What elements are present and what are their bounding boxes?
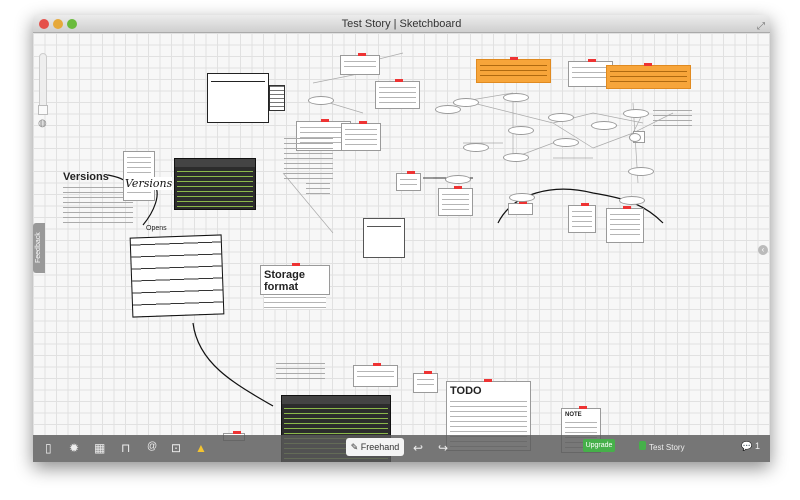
note-box[interactable] <box>438 186 473 216</box>
storage-format-note[interactable]: Storage format <box>260 263 330 309</box>
story-selector[interactable]: Test Story <box>639 441 685 452</box>
comments-button[interactable]: 💬 1 <box>741 441 760 452</box>
note-box[interactable] <box>353 363 398 387</box>
diagram-node[interactable] <box>463 143 489 152</box>
note-text[interactable] <box>303 178 333 200</box>
lock-icon[interactable]: ⊓ <box>121 441 131 455</box>
storage-title: Storage format <box>264 269 305 293</box>
note-text[interactable] <box>273 358 328 388</box>
diagram-node[interactable] <box>548 113 574 122</box>
note-box[interactable] <box>413 371 438 393</box>
note-box[interactable] <box>375 79 420 109</box>
document-icon[interactable]: ▯ <box>45 441 52 455</box>
menu-screenshot[interactable] <box>123 151 155 201</box>
note-box[interactable] <box>508 201 533 215</box>
diagram-node[interactable] <box>503 153 529 162</box>
pencil-icon: ✎ <box>350 442 361 452</box>
note-title: NOTE <box>565 412 582 418</box>
diagram-node[interactable] <box>508 126 534 135</box>
opens-label: Opens <box>146 225 167 232</box>
undo-icon[interactable]: ↩ <box>413 441 424 455</box>
zoom-button[interactable] <box>67 19 77 29</box>
note-box[interactable] <box>568 59 613 87</box>
orange-note[interactable] <box>476 57 551 83</box>
diagram-node[interactable] <box>553 138 579 147</box>
fullscreen-icon[interactable]: ⤢ <box>757 21 765 32</box>
note-box[interactable] <box>606 206 644 243</box>
note-text[interactable] <box>281 133 336 188</box>
upgrade-button[interactable]: Upgrade <box>583 439 615 452</box>
versions-title: Versions <box>63 171 109 183</box>
hand-drawn-list-sketch[interactable] <box>129 234 225 318</box>
window-title: Test Story | Sketchboard <box>341 18 462 30</box>
redo-icon[interactable]: ↪ <box>438 441 449 455</box>
at-icon[interactable]: @ <box>147 441 158 452</box>
versions-section: Versions <box>63 171 133 227</box>
freehand-label: Freehand <box>360 442 400 452</box>
minimize-button[interactable] <box>53 19 63 29</box>
note-box[interactable] <box>341 121 381 151</box>
feedback-tab[interactable]: Feedback <box>33 223 45 273</box>
firewall-icon <box>269 85 285 111</box>
diagram-node[interactable] <box>435 105 461 114</box>
diagram-node[interactable] <box>623 109 649 118</box>
versions-scribble: Versions <box>125 177 173 190</box>
diagram-node[interactable] <box>591 121 617 130</box>
diagram-node[interactable] <box>509 193 535 202</box>
close-button[interactable] <box>39 19 49 29</box>
todo-title: TODO <box>450 385 482 397</box>
freehand-button[interactable]: ✎ Freehand <box>346 438 404 456</box>
dialog-sketch[interactable] <box>363 218 405 258</box>
comment-icon: 💬 <box>741 441 755 451</box>
chevron-left-icon[interactable]: ‹ <box>758 245 768 255</box>
note-box[interactable] <box>340 53 380 75</box>
inbox-icon[interactable]: ⊡ <box>171 441 182 455</box>
diagram-node[interactable] <box>453 98 479 107</box>
diagram-node[interactable] <box>308 96 334 105</box>
sketch-canvas[interactable]: ◍ Feedback ‹ <box>33 33 770 462</box>
gear-icon[interactable]: ✹ <box>69 441 80 455</box>
diagram-node[interactable] <box>628 167 654 176</box>
diagram-node[interactable] <box>629 133 641 142</box>
drive-icon[interactable]: ▲ <box>195 441 207 455</box>
globe-icon[interactable]: ◍ <box>38 118 47 129</box>
diagram-node[interactable] <box>445 175 471 184</box>
grid-icon[interactable]: ▦ <box>94 441 106 455</box>
orange-note[interactable] <box>606 63 691 89</box>
note-box[interactable] <box>568 203 596 233</box>
wireframe-window-sketch[interactable] <box>207 73 269 123</box>
story-label: Test Story <box>649 443 685 452</box>
bottom-toolbar: ▯ ✹ ▦ ⊓ @ ⊡ ▲ ✎ Freehand ↩ ↪ Upgrade Tes… <box>33 435 770 462</box>
comment-count: 1 <box>754 441 760 451</box>
zoom-slider-handle[interactable] <box>38 105 48 115</box>
note-text[interactable] <box>650 105 695 133</box>
note-box[interactable] <box>396 171 421 191</box>
diagram-node[interactable] <box>503 93 529 102</box>
app-window: Test Story | Sketchboard ⤢ ◍ Feedback ‹ <box>33 15 770 462</box>
command-dialog-screenshot[interactable] <box>174 158 256 210</box>
story-icon <box>639 441 646 450</box>
diagram-node[interactable] <box>619 196 645 205</box>
title-bar: Test Story | Sketchboard ⤢ <box>33 15 770 33</box>
